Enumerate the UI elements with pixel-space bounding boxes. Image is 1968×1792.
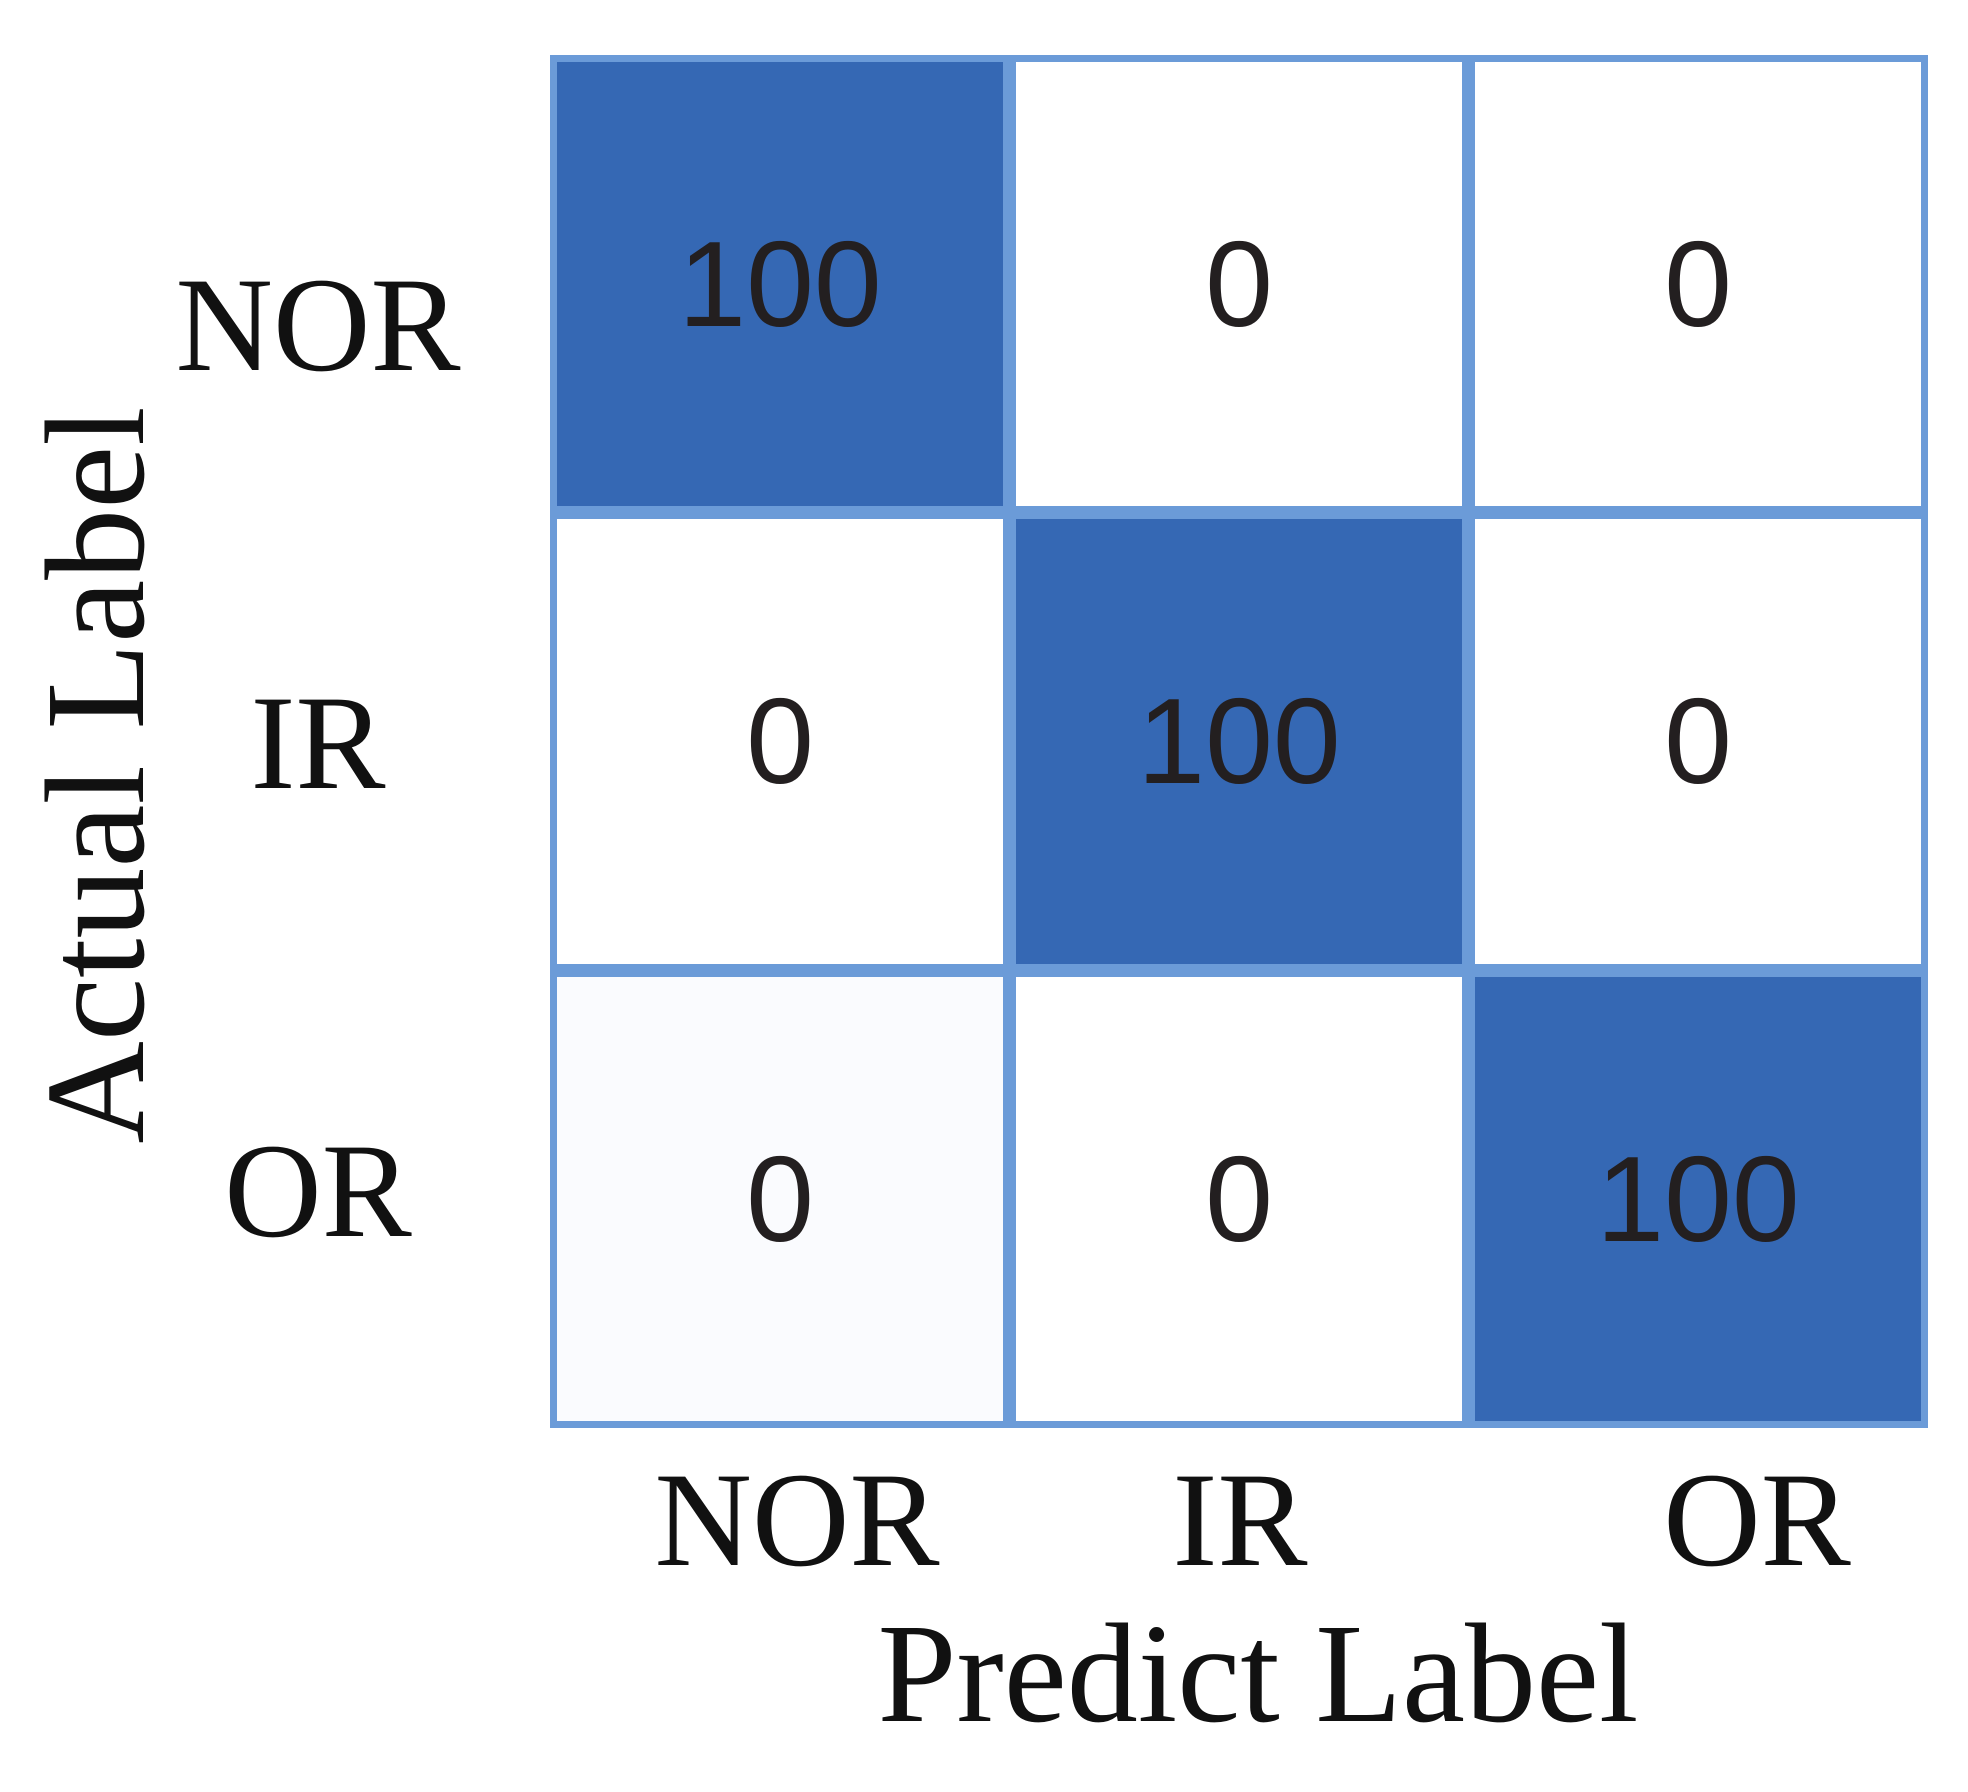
matrix-cell: 0 [1016,976,1462,1421]
x-tick-label: IR [1173,1453,1308,1588]
matrix-cell: 0 [557,519,1003,964]
cell-value: 100 [678,216,882,353]
y-tick-label: NOR [98,55,538,513]
cell-value: 0 [1664,673,1732,810]
matrix-cell: 0 [1475,62,1921,507]
x-tick-text: IR [1172,1446,1308,1595]
x-tick-label: NOR [654,1453,939,1588]
matrix-cell: 100 [1475,976,1921,1421]
matrix-grid: 100 0 0 0 100 0 0 0 100 [550,55,1928,1428]
y-tick-text: NOR [175,251,461,401]
matrix-cell: 0 [557,976,1003,1421]
x-tick-text: OR [1663,1446,1851,1595]
cell-value: 100 [1596,1130,1800,1267]
matrix-cell: 0 [1016,62,1462,507]
matrix-cell: 0 [1475,519,1921,964]
y-tick-text: IR [250,669,386,818]
x-axis-title: Predict Label [877,1594,1639,1752]
cell-value: 0 [1205,216,1273,353]
cell-value: 0 [1664,216,1732,353]
y-tick-labels: NOR IR OR [98,55,538,1428]
cell-value: 0 [1205,1130,1273,1267]
y-tick-label: IR [98,513,538,971]
x-tick-labels: NOR IR OR [550,1428,1928,1598]
matrix-cell: 100 [1016,519,1462,964]
x-tick-label: OR [1663,1453,1851,1588]
x-tick-text: NOR [654,1446,940,1595]
cell-value: 0 [746,673,814,810]
cell-value: 100 [1137,673,1341,810]
y-tick-label: OR [98,970,538,1428]
y-tick-text: OR [224,1116,412,1266]
matrix-cell: 100 [557,62,1003,507]
cell-value: 0 [746,1130,814,1267]
